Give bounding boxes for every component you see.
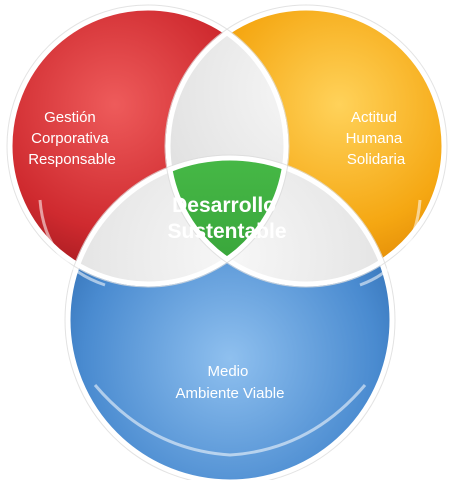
- circle-outlines: [7, 5, 447, 480]
- overlap-red-blue: [68, 158, 286, 284]
- label-actitud: Actitud Humana Solidaria: [346, 109, 407, 168]
- label-medio: Medio Ambiente Viable: [176, 363, 285, 402]
- gloss-red: [38, 199, 106, 287]
- gloss-orange: [359, 199, 422, 287]
- gloss-blue: [93, 384, 367, 457]
- label-gestion: Gestión Corporativa Responsable: [28, 109, 116, 168]
- label-center: Desarrollo Sustentable: [167, 194, 286, 243]
- overlap-orange-blue: [168, 158, 392, 284]
